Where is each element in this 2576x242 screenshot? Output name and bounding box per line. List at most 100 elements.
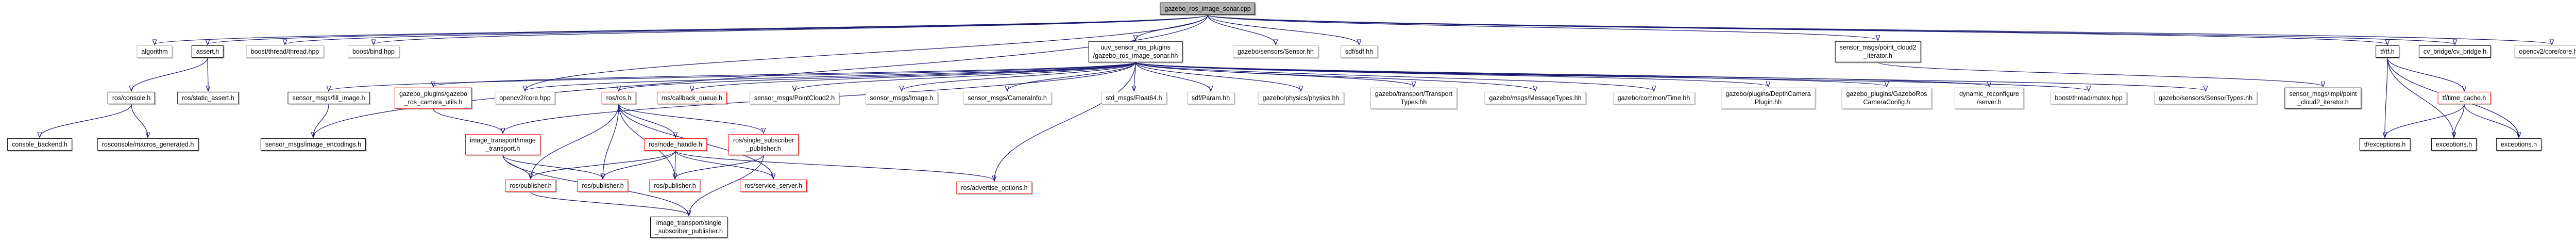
graph-node-ros_static_assert[interactable]: ros/static_assert.h bbox=[177, 91, 239, 105]
graph-node-float64: std_msgs/Float64.h bbox=[1101, 91, 1167, 105]
edge-root-to-boost_thread bbox=[285, 14, 1208, 44]
graph-node-sensor_types: gazebo/sensors/SensorTypes.hh bbox=[2154, 91, 2258, 105]
edge-root-to-opencv2_core bbox=[525, 14, 1208, 91]
edges bbox=[40, 14, 2552, 216]
edge-root-to-sensor_hh bbox=[1207, 14, 1276, 44]
edge-time_cache-to-tf_exceptions bbox=[2385, 104, 2465, 137]
edge-uuv_hh-to-opencv2_core bbox=[525, 61, 1136, 91]
graph-node-it_ssp[interactable]: image_transport/single _subscriber_publi… bbox=[650, 216, 728, 238]
graph-node-physics: gazebo/physics/physics.hh bbox=[1258, 91, 1344, 105]
edge-uuv_hh-to-physics bbox=[1135, 62, 1301, 91]
graph-node-fill_image[interactable]: sensor_msgs/fill_image.h bbox=[287, 91, 370, 105]
graph-node-exceptions2[interactable]: exceptions.h bbox=[2496, 138, 2542, 151]
edge-uuv_hh-to-fill_image bbox=[329, 61, 1136, 91]
edge-ros_ros-to-single_sub_pub bbox=[618, 104, 764, 133]
edge-uuv_hh-to-pointcloud2 bbox=[794, 61, 1136, 91]
edge-root-to-tf_tf bbox=[1207, 14, 2387, 44]
graph-node-root: gazebo_ros_image_sonar.cpp bbox=[1160, 2, 1256, 15]
edge-uuv_hh-to-sensor_types bbox=[1135, 61, 2206, 91]
edge-time_cache-to-exceptions1 bbox=[2454, 104, 2465, 137]
graph-node-algorithm: algorithm bbox=[137, 45, 173, 58]
edge-root-to-pc2_iter bbox=[1207, 14, 1878, 40]
edge-node_handle-to-service_server bbox=[675, 150, 773, 179]
edge-uuv_hh-to-ros_ros bbox=[619, 61, 1136, 91]
graph-node-exceptions1[interactable]: exceptions.h bbox=[2431, 138, 2477, 151]
edge-root-to-algorithm bbox=[155, 14, 1208, 44]
edge-time_cache-to-exceptions2 bbox=[2464, 104, 2519, 137]
edge-root-to-cv_bridge bbox=[1207, 14, 2455, 44]
graph-node-opencv2_core: opencv2/core.hpp bbox=[495, 91, 555, 105]
graph-node-message_types: gazebo/msgs/MessageTypes.hh bbox=[1484, 91, 1586, 105]
graph-node-callback_queue[interactable]: ros/callback_queue.h bbox=[656, 91, 727, 105]
edge-tf_tf-to-exceptions1 bbox=[2387, 57, 2454, 137]
graph-node-sdf_hh: sdf/sdf.hh bbox=[1340, 45, 1378, 58]
edge-uuv_hh-to-camerainfo bbox=[1007, 62, 1136, 91]
graph-node-time_cache[interactable]: tf/time_cache.h bbox=[2437, 91, 2491, 105]
graph-node-camera_config: gazebo_plugins/GazeboRos CameraConfig.h bbox=[1841, 87, 1932, 109]
graph-node-camerainfo: sensor_msgs/CameraInfo.h bbox=[963, 91, 1052, 105]
graph-node-ros_ros[interactable]: ros/ros.h bbox=[601, 91, 636, 105]
edge-node_handle-to-pub1 bbox=[531, 150, 676, 179]
graph-node-image_h: sensor_msgs/Image.h bbox=[865, 91, 938, 105]
graph-node-node_handle[interactable]: ros/node_handle.h bbox=[644, 138, 707, 151]
graph-node-dyn_server: dynamic_reconfigure /server.h bbox=[1954, 87, 2024, 109]
edge-assert_h-to-ros_console bbox=[131, 57, 208, 91]
edge-tf_tf-to-time_cache bbox=[2387, 57, 2464, 91]
graph-node-macros_generated[interactable]: rosconsole/macros_generated.h bbox=[97, 138, 199, 151]
edge-pub1-to-it_ssp bbox=[530, 191, 689, 216]
graph-node-pub3[interactable]: ros/publisher.h bbox=[649, 179, 701, 192]
graph-node-transport_types: gazebo/transport/Transport Types.hh bbox=[1370, 87, 1458, 109]
graph-node-assert_h[interactable]: assert.h bbox=[191, 45, 224, 58]
graph-node-sdf_param: sdf/Param.hh bbox=[1187, 91, 1235, 105]
edge-uuv_hh-to-time_hh bbox=[1135, 61, 1654, 91]
edge-camera_utils-to-image_transport bbox=[433, 108, 503, 133]
edge-uuv_hh-to-depth_camera_plugin bbox=[1135, 61, 1768, 87]
graph-node-console_backend[interactable]: console_backend.h bbox=[7, 138, 72, 151]
edge-fill_image-to-image_encodings bbox=[313, 104, 329, 137]
edge-uuv_hh-to-sdf_param bbox=[1135, 62, 1211, 91]
graph-node-sensor_hh: gazebo/sensors/Sensor.hh bbox=[1232, 45, 1319, 58]
edge-root-to-opencv_core_core bbox=[1207, 14, 2552, 44]
graph-node-tf_exceptions[interactable]: tf/exceptions.h bbox=[2359, 138, 2411, 151]
graph-node-camera_utils[interactable]: gazebo_plugins/gazebo _ros_camera_utils.… bbox=[394, 87, 472, 109]
graph-node-single_sub_pub[interactable]: ros/single_subscriber _publisher.h bbox=[728, 134, 799, 155]
graph-node-pub1[interactable]: ros/publisher.h bbox=[505, 179, 556, 192]
graph-node-boost_thread: boost/thread/thread.hpp bbox=[246, 45, 324, 58]
edge-uuv_hh-to-message_types bbox=[1135, 61, 1535, 91]
graph-node-image_encodings[interactable]: sensor_msgs/image_encodings.h bbox=[260, 138, 366, 151]
edge-pc2_iter-to-impl_pc2_iter bbox=[1877, 61, 2323, 87]
graph-node-tf_tf[interactable]: tf/tf.h bbox=[2376, 45, 2399, 58]
graph-node-ros_console[interactable]: ros/console.h bbox=[107, 91, 156, 105]
graph-node-advertise_options[interactable]: ros/advertise_options.h bbox=[956, 181, 1032, 195]
graph-node-pointcloud2: sensor_msgs/PointCloud2.h bbox=[749, 91, 840, 105]
edge-image_transport-to-pub2 bbox=[502, 155, 603, 179]
edge-root-to-sdf_hh bbox=[1207, 14, 1359, 44]
edge-node_handle-to-advertise_options bbox=[675, 150, 994, 181]
edge-single_sub_pub-to-pub3 bbox=[675, 155, 764, 179]
edge-tf_tf-to-tf_exceptions bbox=[2385, 57, 2388, 137]
graph-node-impl_pc2_iter[interactable]: sensor_msgs/impl/point _cloud2_iterator.… bbox=[2284, 87, 2362, 109]
edge-root-to-boost_bind bbox=[374, 14, 1208, 44]
edge-ros_console-to-macros_generated bbox=[131, 104, 148, 137]
graph-node-uuv_hh[interactable]: uuv_sensor_ros_plugins /gazebo_ros_image… bbox=[1088, 41, 1183, 62]
graph-node-service_server[interactable]: ros/service_server.h bbox=[740, 179, 807, 192]
edge-uuv_hh-to-image_h bbox=[902, 61, 1136, 91]
edge-ros_ros-to-node_handle bbox=[618, 104, 675, 137]
graph-node-depth_camera_plugin: gazebo/plugins/DepthCamera Plugin.hh bbox=[1721, 87, 1816, 109]
edge-root-to-uuv_hh bbox=[1136, 14, 1208, 40]
graph-node-pc2_iter[interactable]: sensor_msgs/point_cloud2 _iterator.h bbox=[1835, 41, 1921, 62]
graph-node-opencv_core_core: opencv2/core/core.hpp bbox=[2514, 45, 2576, 58]
graph-node-cv_bridge[interactable]: cv_bridge/cv_bridge.h bbox=[2418, 45, 2492, 58]
edge-uuv_hh-to-boost_mutex bbox=[1135, 61, 2089, 91]
edge-uuv_hh-to-callback_queue bbox=[692, 61, 1136, 91]
edge-single_sub_pub-to-it_ssp bbox=[689, 155, 764, 216]
edge-ros_console-to-console_backend bbox=[40, 104, 132, 137]
edge-ros_ros-to-pub1 bbox=[531, 104, 619, 179]
edge-node_handle-to-pub2 bbox=[603, 150, 676, 179]
graph-node-time_hh: gazebo/common/Time.hh bbox=[1613, 91, 1695, 105]
graph-node-image_transport[interactable]: image_transport/image _transport.h bbox=[465, 134, 540, 155]
graph-node-pub2[interactable]: ros/publisher.h bbox=[577, 179, 629, 192]
edge-uuv_hh-to-dyn_server bbox=[1135, 61, 1989, 87]
